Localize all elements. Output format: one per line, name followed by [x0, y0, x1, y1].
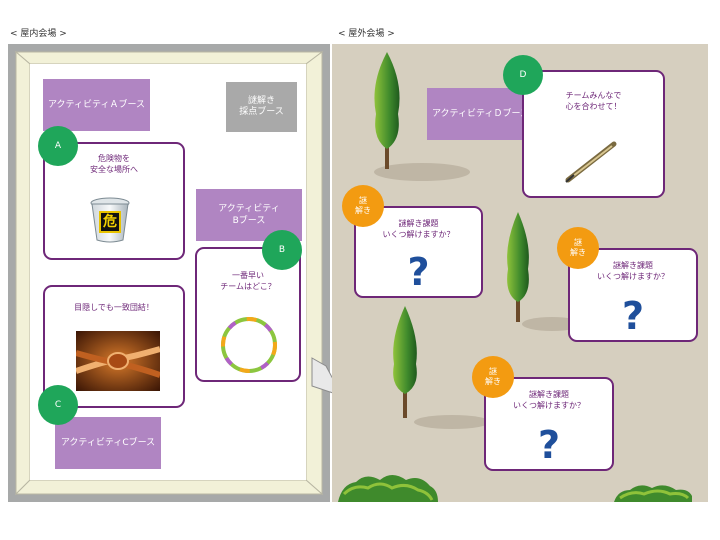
danger-glyph: 危 [103, 214, 117, 230]
badge-d: D [503, 55, 543, 95]
badge-c: C [38, 385, 78, 425]
pen-icon [565, 141, 617, 183]
riddle-card-2-text: 謎解き課題 いくつ解けますか？ [597, 261, 669, 281]
rope-knot-image [76, 331, 160, 391]
badge-b: B [262, 230, 302, 270]
booth-a: アクティビティＡブース [43, 79, 150, 131]
outdoor-section-label: < 屋外会場 > [338, 29, 395, 39]
riddle-badge-2: 謎 解き [557, 227, 599, 269]
question-mark-icon: ? [537, 423, 561, 467]
riddle-badge-1: 謎 解き [342, 185, 384, 227]
card-b-text: 一番早い チームはどこ？ [220, 271, 276, 291]
question-mark-icon: ? [407, 250, 430, 294]
card-a-text: 危険物を 安全な場所へ [90, 154, 138, 174]
riddle-card-1-text: 謎解き課題 いくつ解けますか？ [382, 219, 455, 239]
outdoor-trees [338, 52, 692, 502]
booth-d: アクティビティＤブース [427, 88, 534, 140]
booth-c: アクティビティCブース [55, 417, 161, 469]
trash-can-danger-icon: 危 [89, 196, 131, 244]
scoring-booth: 謎解き 採点ブース [226, 82, 297, 132]
riddle-badge-3: 謎 解き [472, 356, 514, 398]
indoor-section-label: < 屋内会場 > [10, 29, 67, 39]
activity-card-d: チームみんなで 心を合わせて！ [522, 70, 665, 198]
hula-hoop-icon [221, 317, 277, 373]
card-d-text: チームみんなで 心を合わせて！ [565, 91, 622, 111]
question-mark-icon: ? [621, 294, 645, 338]
badge-a: A [38, 126, 78, 166]
card-c-text: 目隠しでも一致団結！ [74, 303, 154, 312]
riddle-card-3-text: 謎解き課題 いくつ解けますか？ [513, 390, 585, 410]
